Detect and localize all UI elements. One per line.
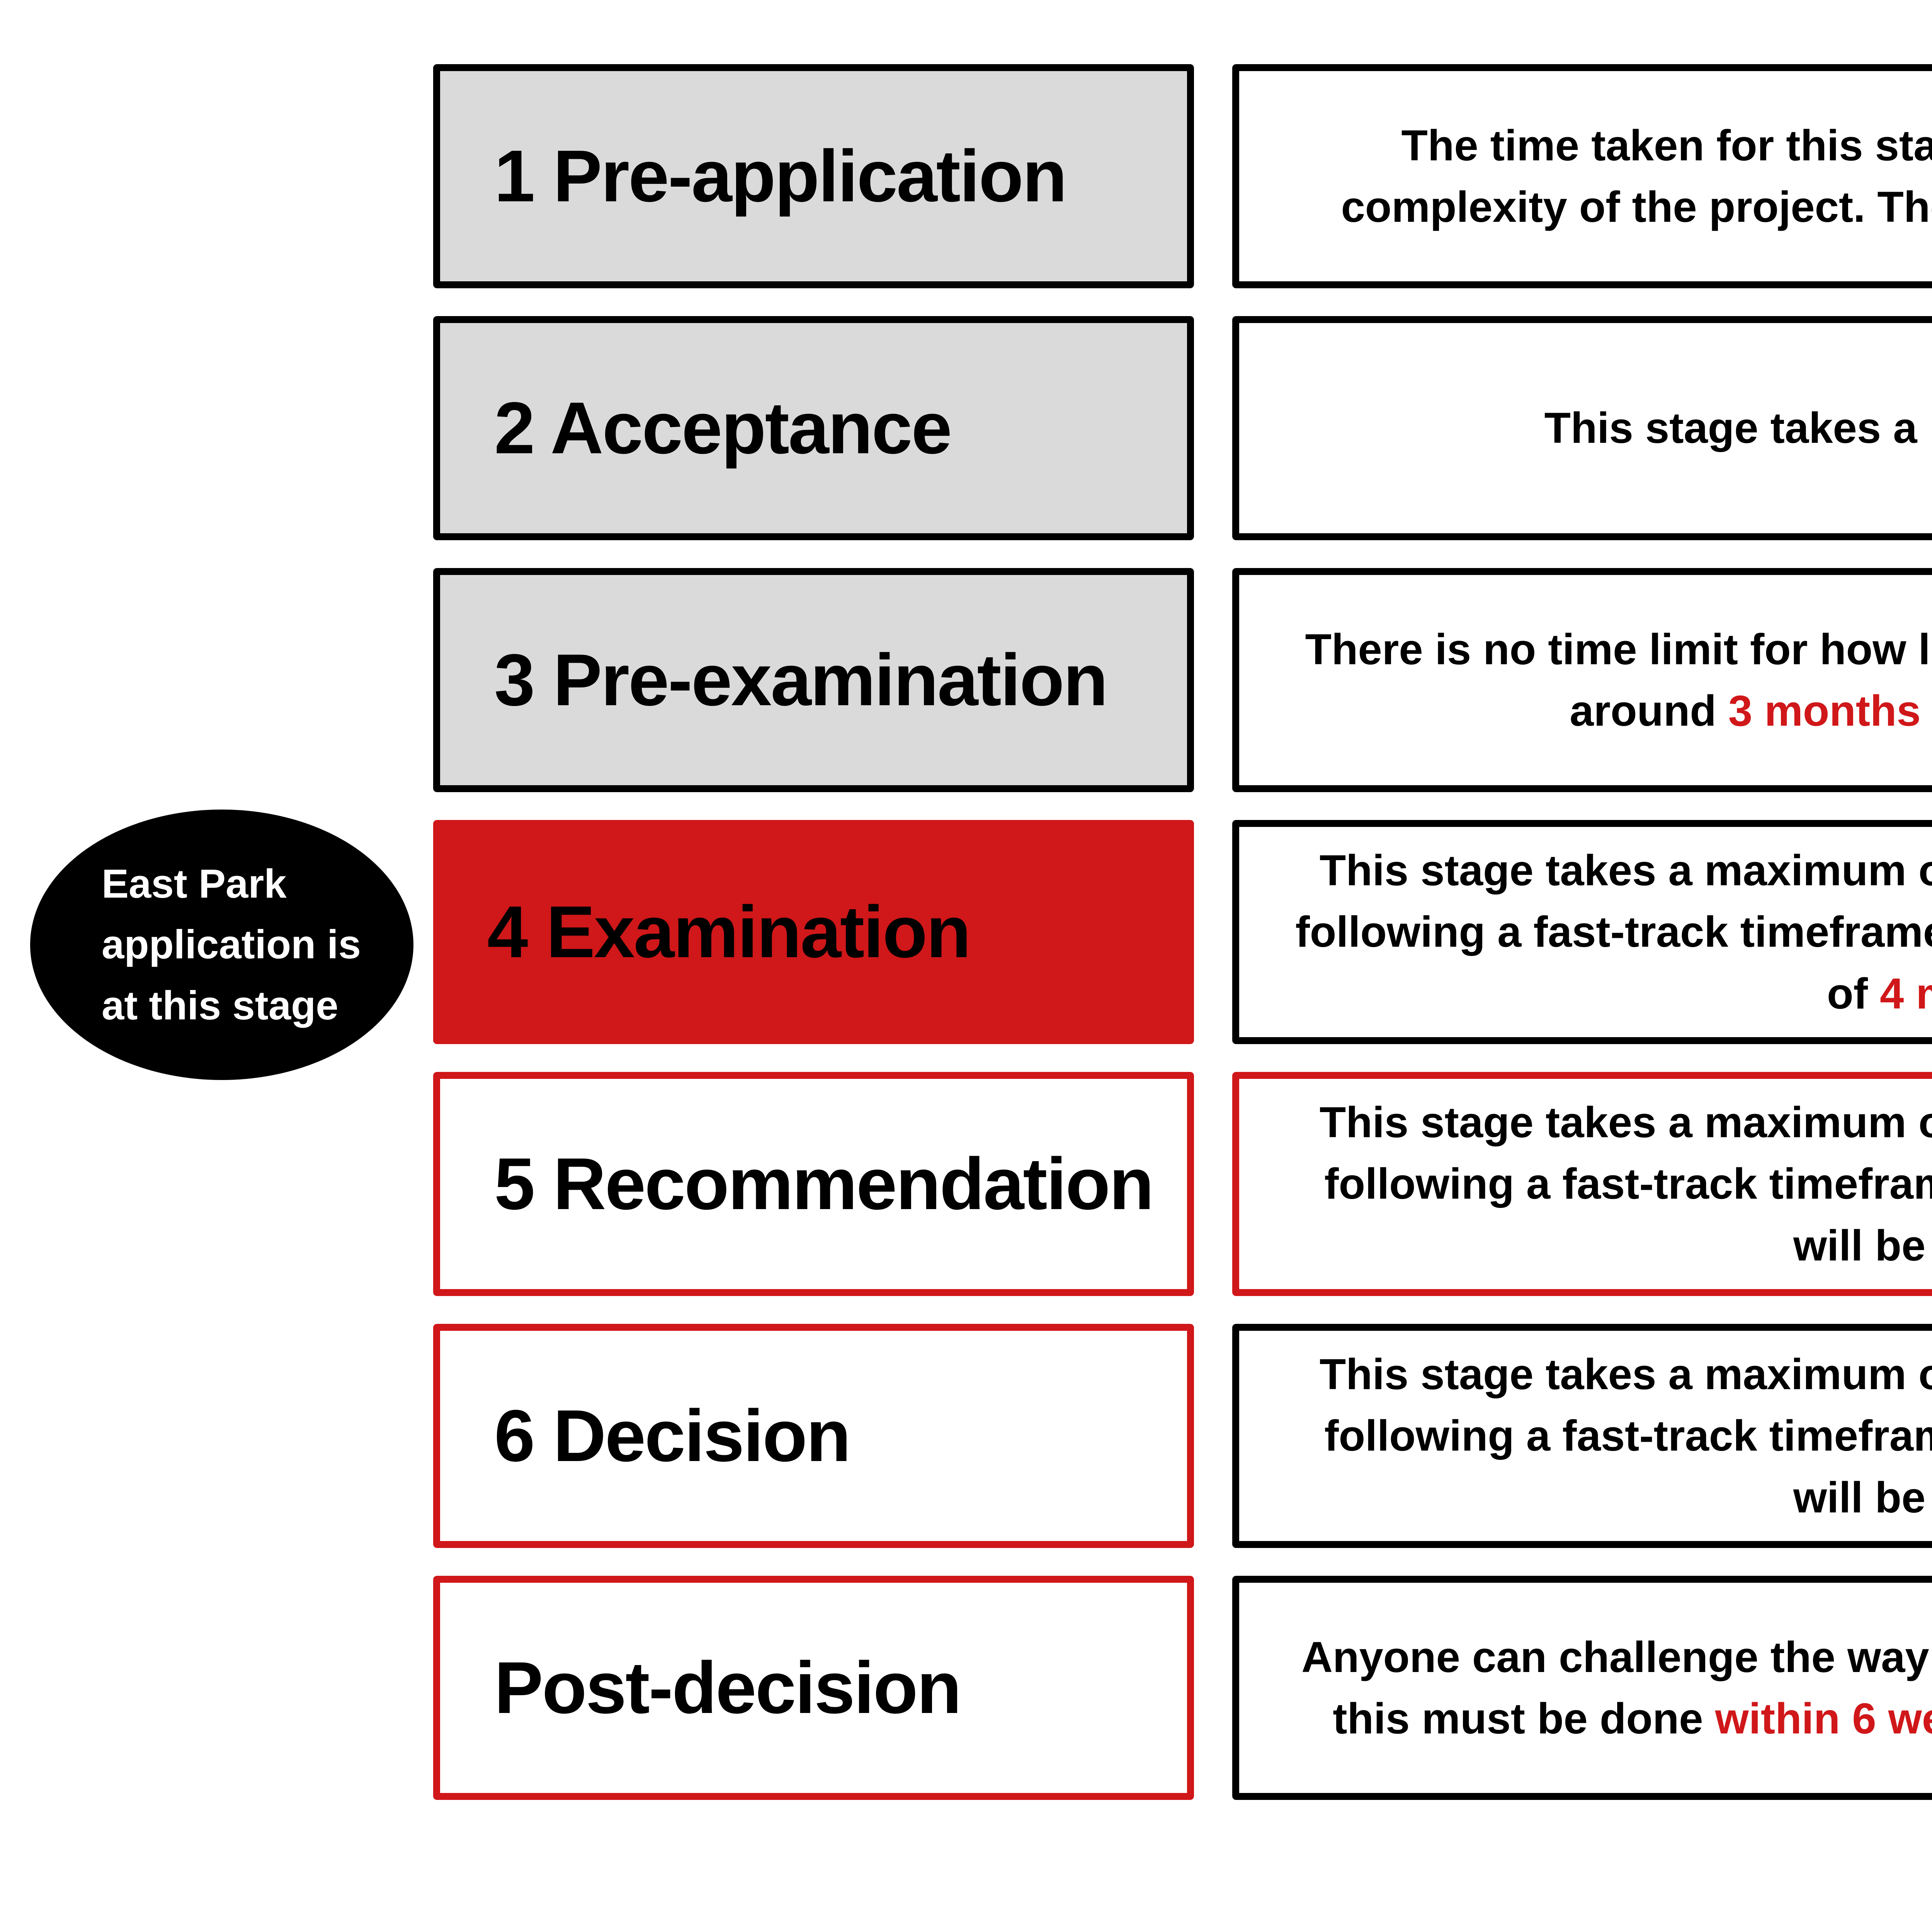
stage-description-text: This stage takes a maximum of 3 months. … <box>1286 1344 1932 1528</box>
stage-description-text: Anyone can challenge the way the decisio… <box>1286 1626 1932 1749</box>
stage-title-box: Post-decision <box>433 1576 1194 1800</box>
stage-rows: 1 Pre-application The time taken for thi… <box>433 64 1932 1800</box>
stage-title-label: 1 Pre-application <box>494 135 1067 217</box>
stage-description-text: This stage takes a maximum of 3 months. … <box>1286 1092 1932 1276</box>
duration-highlight: 3 months <box>1728 687 1921 735</box>
stage-title-label: 5 Recommendation <box>494 1143 1154 1225</box>
stage-row: 5 Recommendation This stage takes a maxi… <box>433 1072 1932 1296</box>
stage-description-box: This stage takes a maximum of 3 months. … <box>1232 1072 1932 1296</box>
stage-row: 6 Decision This stage takes a maximum of… <box>433 1324 1932 1548</box>
stage-title-label: 6 Decision <box>494 1395 851 1477</box>
stage-description-text: This stage takes a maximum of 28 days <box>1544 397 1932 459</box>
callout-line: application is <box>102 922 361 968</box>
description-segment: This stage takes a maximum of <box>1319 846 1932 895</box>
stage-title-label: 4 Examination <box>487 891 971 973</box>
duration-highlight: 4 months <box>1880 969 1932 1018</box>
callout-line: East Park <box>102 861 287 907</box>
stage-row: 4 Examination This stage takes a maximum… <box>433 820 1932 1044</box>
stage-title-label: 3 Pre-examination <box>494 639 1108 721</box>
stage-row: Post-decision Anyone can challenge the w… <box>433 1576 1932 1800</box>
east-park-callout: East Park application is at this stage <box>30 810 413 1080</box>
stage-row: 1 Pre-application The time taken for thi… <box>433 64 1932 288</box>
stage-description-box: Anyone can challenge the way the decisio… <box>1232 1576 1932 1800</box>
stage-description-text: This stage takes a maximum of 6 months. … <box>1286 840 1932 1024</box>
description-segment: . If the application is following a fast… <box>1324 1160 1932 1270</box>
description-segment: There is no time limit for how long this… <box>1305 625 1932 735</box>
stage-title-label: Post-decision <box>494 1647 962 1729</box>
description-segment: Anyone can challenge the way the decisio… <box>1301 1633 1932 1743</box>
stage-description-box: There is no time limit for how long this… <box>1232 568 1932 792</box>
callout-line: at this stage <box>102 983 338 1028</box>
stage-description-box: This stage takes a maximum of 6 months. … <box>1232 820 1932 1044</box>
description-segment: . If the application is following a fast… <box>1295 908 1932 1018</box>
stage-description-box: The time taken for this stage varies dep… <box>1232 64 1932 288</box>
stage-row: 3 Pre-examination There is no time limit… <box>433 568 1932 792</box>
stage-description-box: This stage takes a maximum of 3 months. … <box>1232 1324 1932 1548</box>
stage-title-box: 2 Acceptance <box>433 316 1194 540</box>
stage-title-box: 1 Pre-application <box>433 64 1194 288</box>
stage-title-box: 4 Examination <box>433 820 1194 1044</box>
stage-description-text: The time taken for this stage varies dep… <box>1286 115 1932 238</box>
stage-title-box: 6 Decision <box>433 1324 1194 1548</box>
description-segment: This stage takes a maximum of <box>1544 404 1932 452</box>
stage-title-box: 3 Pre-examination <box>433 568 1194 792</box>
stage-title-box: 5 Recommendation <box>433 1072 1194 1296</box>
description-segment: This stage takes a maximum of <box>1319 1098 1932 1147</box>
description-segment: This stage takes a maximum of <box>1319 1350 1932 1399</box>
description-segment: The time taken for this stage varies dep… <box>1341 121 1932 231</box>
stage-description-box: This stage takes a maximum of 28 days <box>1232 316 1932 540</box>
stage-title-label: 2 Acceptance <box>494 387 952 469</box>
stage-row: 2 Acceptance This stage takes a maximum … <box>433 316 1932 540</box>
duration-highlight: within 6 weeks <box>1715 1694 1932 1743</box>
description-segment: . If the application is following a fast… <box>1324 1412 1932 1522</box>
description-segment: but can take longer <box>1921 687 1932 735</box>
stage-description-text: There is no time limit for how long this… <box>1286 619 1932 742</box>
